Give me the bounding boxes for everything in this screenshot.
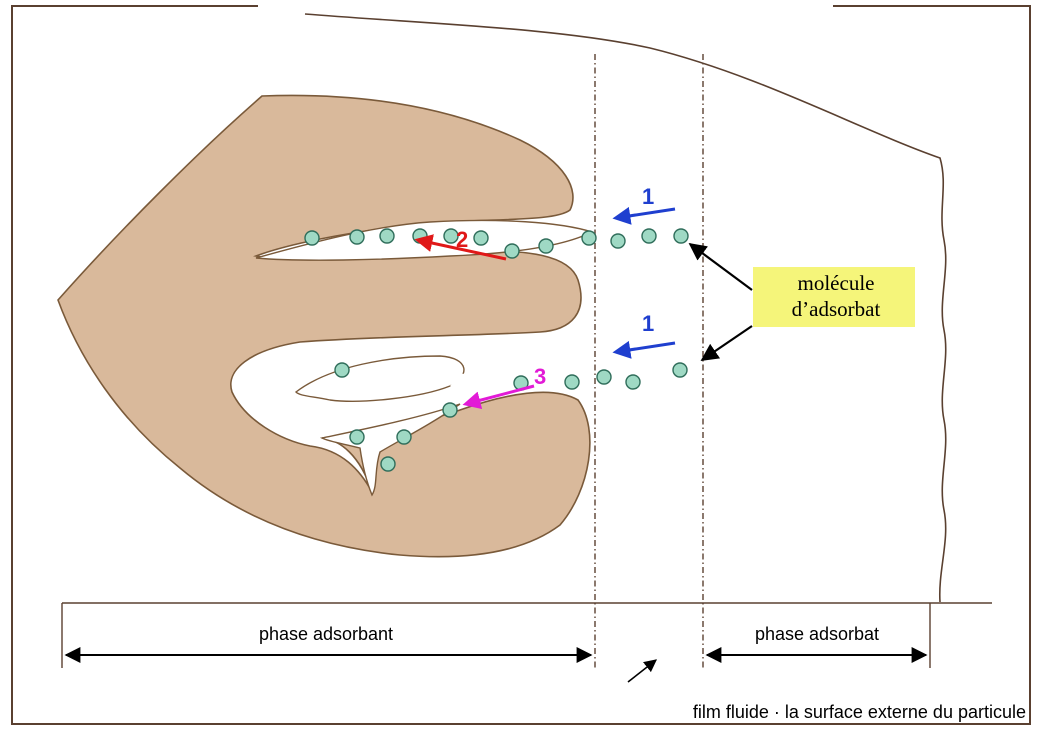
molecule-dot xyxy=(443,403,457,417)
film-caption: film fluide · la surface externe du part… xyxy=(693,702,1026,722)
molecule-dot xyxy=(350,230,364,244)
molecule-pointer-lower xyxy=(702,326,752,360)
step1-upper-arrow xyxy=(616,209,675,218)
adsorbent-particle xyxy=(58,95,590,556)
molecule-dot xyxy=(397,430,411,444)
frame-gap xyxy=(258,0,833,10)
molecule-dot xyxy=(582,231,596,245)
molecule-label-line1: molécule xyxy=(798,271,875,295)
molecule-dot xyxy=(539,239,553,253)
molecule-dot xyxy=(380,229,394,243)
step1-lower-arrow xyxy=(616,343,675,352)
molecule-dot xyxy=(381,457,395,471)
middle-pore xyxy=(296,356,464,401)
step1-lower-label: 1 xyxy=(642,311,654,336)
molecule-dot xyxy=(565,375,579,389)
step1-upper-label: 1 xyxy=(642,184,654,209)
molecule-dot xyxy=(350,430,364,444)
molecule-dot xyxy=(611,234,625,248)
molecule-dot xyxy=(597,370,611,384)
molecule-dot xyxy=(673,363,687,377)
film-pointer-arrow xyxy=(628,660,656,682)
molecule-pointer-upper xyxy=(690,244,752,290)
molecule-dot xyxy=(474,231,488,245)
step3-label: 3 xyxy=(534,364,546,389)
molecule-dot xyxy=(305,231,319,245)
molecule-dot xyxy=(626,375,640,389)
molecule-dot xyxy=(642,229,656,243)
molecule-dot xyxy=(505,244,519,258)
molecule-dot xyxy=(674,229,688,243)
molecule-label-line2: d’adsorbat xyxy=(792,297,881,321)
phase-adsorbat-label: phase adsorbat xyxy=(755,624,879,644)
step2-label: 2 xyxy=(456,227,468,252)
molecule-dot xyxy=(335,363,349,377)
phase-adsorbant-label: phase adsorbant xyxy=(259,624,393,644)
